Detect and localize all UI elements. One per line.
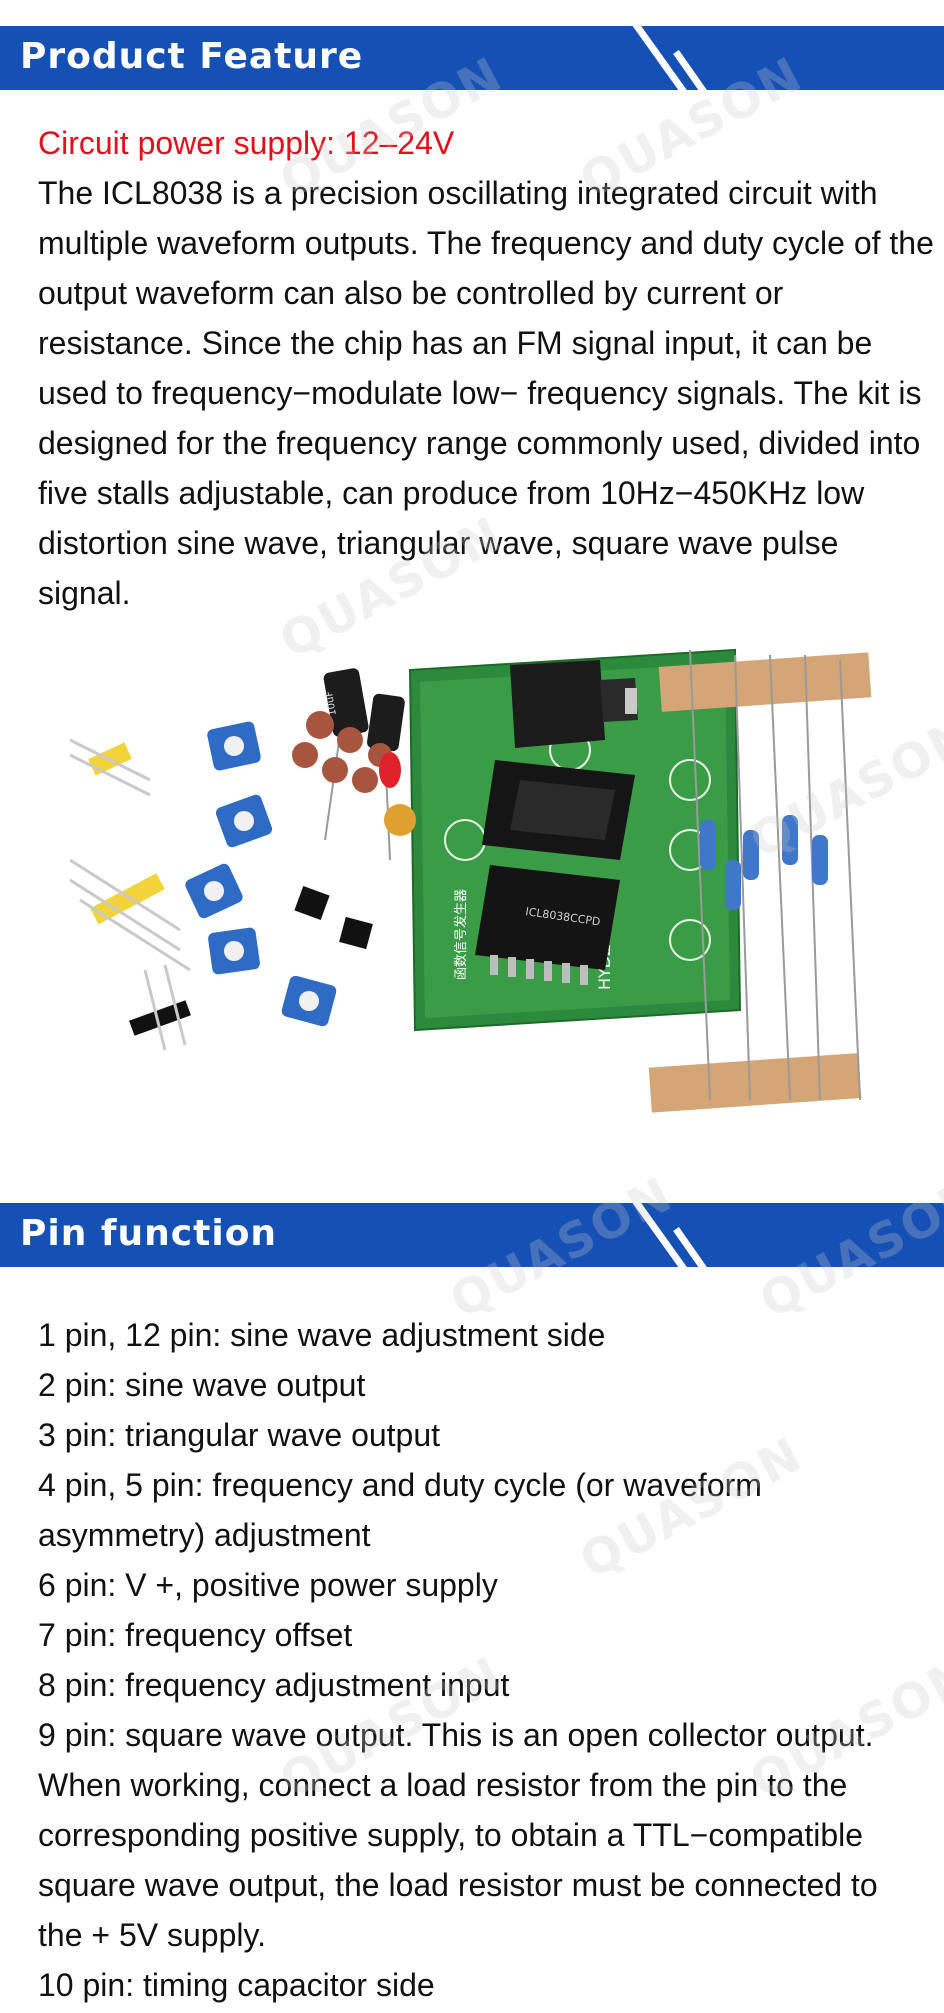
product-feature-text: Circuit power supply: 12‒24V The ICL8038… <box>38 118 936 618</box>
section-banner-product-feature: Product Feature <box>0 26 944 90</box>
tape-strip-bottom <box>648 1053 862 1113</box>
jumper-cap <box>294 885 330 921</box>
dc-power-jack <box>510 660 638 748</box>
pin-item: 3 pin: triangular wave output <box>38 1417 441 1453</box>
ic-socket <box>482 760 635 860</box>
pin-item: 7 pin: frequency offset <box>38 1617 353 1653</box>
pin-item: 10 pin: timing capacitor side <box>38 1967 435 2003</box>
pin-headers <box>70 738 191 1051</box>
pin-item: 1 pin, 12 pin: sine wave adjustment side <box>38 1317 606 1353</box>
jumper-cap <box>339 916 373 950</box>
pin-function-list: 1 pin, 12 pin: sine wave adjustment side… <box>38 1310 888 2010</box>
section-banner-pin-function: Pin function <box>0 1203 944 1267</box>
power-supply-line: Circuit power supply: 12‒24V <box>38 125 455 161</box>
resistors <box>689 649 861 1101</box>
pin-item: 2 pin: sine wave output <box>38 1367 366 1403</box>
potentiometers <box>185 721 337 1027</box>
pin-item: 6 pin: V +, positive power supply <box>38 1567 498 1603</box>
section-title: Pin function <box>20 1213 278 1254</box>
banner-slash-decoration <box>624 26 944 90</box>
section-title: Product Feature <box>20 36 364 77</box>
electrolytic-capacitors: 10uF <box>323 668 405 861</box>
product-description: The ICL8038 is a precision oscillating i… <box>38 175 934 611</box>
pin-item: 8 pin: frequency adjustment input <box>38 1667 510 1703</box>
tape-strip-top <box>658 652 872 712</box>
red-led <box>379 752 401 788</box>
kit-components-photo: HYDZ 函数信号发生器 ICL8038CCPD 10u <box>70 648 872 1113</box>
capacitor-label: 10uF <box>324 690 339 717</box>
banner-slash-decoration <box>632 1203 707 1267</box>
board-title-label: 函数信号发生器 <box>453 889 469 980</box>
pin-item: 4 pin, 5 pin: frequency and duty cycle (… <box>38 1467 762 1553</box>
icl8038-chip: ICL8038CCPD <box>475 865 620 985</box>
pin-item: 9 pin: square wave output. This is an op… <box>38 1717 878 1953</box>
